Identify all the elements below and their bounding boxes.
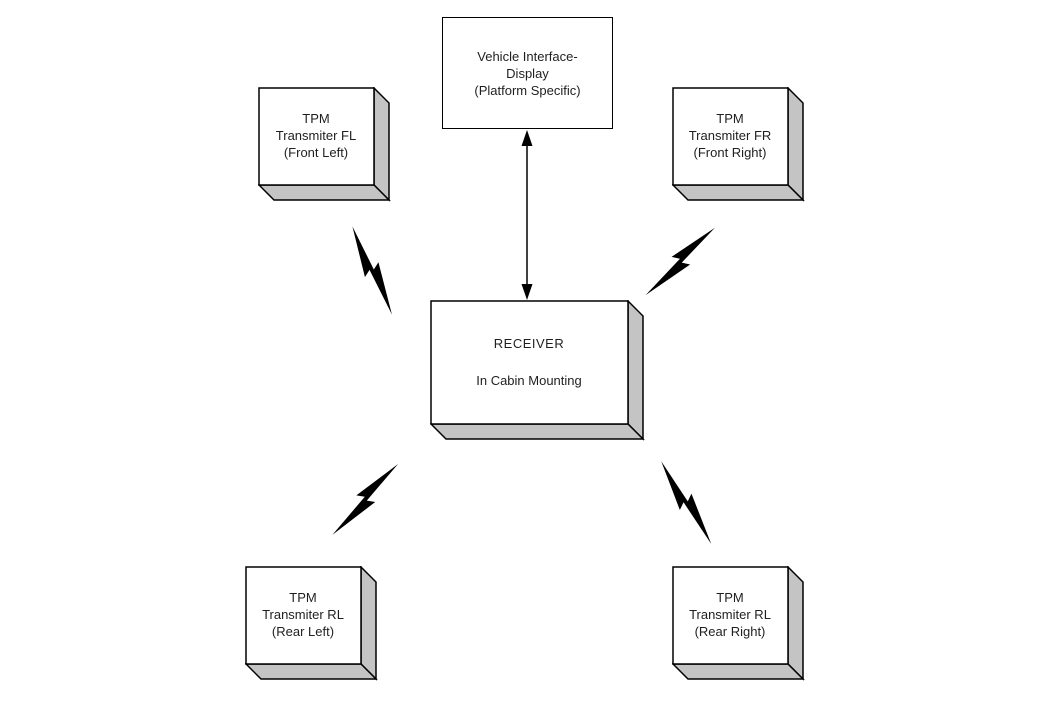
box-front-face xyxy=(245,566,362,665)
lightning-bolt-shape xyxy=(661,461,712,544)
tpm-transmitter-rl-box: TPM Transmiter RL (Rear Left) xyxy=(245,566,379,681)
box-front-face xyxy=(430,300,629,425)
box-side-face xyxy=(627,300,644,441)
lightning-bolt-shape xyxy=(352,226,392,315)
box-front-face xyxy=(258,87,375,186)
box-front-face xyxy=(672,87,789,186)
box-3d-faces xyxy=(672,87,805,202)
lightning-bolt-icon xyxy=(661,461,712,544)
box-side-face xyxy=(787,566,804,681)
vehicle-interface-display-label: Vehicle Interface- Display (Platform Spe… xyxy=(474,48,580,99)
box-bottom-face xyxy=(672,663,805,680)
arrow-head-down xyxy=(521,284,533,300)
box-side-face xyxy=(787,87,804,202)
arrow-head-up xyxy=(521,130,533,146)
tpm-transmitter-fl-box: TPM Transmiter FL (Front Left) xyxy=(258,87,392,202)
box-front-face xyxy=(672,566,789,665)
box-bottom-face xyxy=(672,184,805,201)
box-bottom-face xyxy=(245,663,378,680)
box-bottom-face xyxy=(430,423,645,440)
box-3d-faces xyxy=(245,566,378,681)
double-headed-arrow-icon xyxy=(521,130,533,300)
lightning-bolt-shape xyxy=(645,227,715,296)
receiver-box: RECEIVER In Cabin Mounting xyxy=(430,300,646,441)
box-3d-faces xyxy=(258,87,391,202)
receiver-box-3d-faces xyxy=(430,300,645,441)
box-label-line: (Platform Specific) xyxy=(474,82,581,98)
lightning-bolt-icon xyxy=(645,227,715,296)
box-label-line: Vehicle Interface- xyxy=(477,48,578,64)
lightning-bolt-icon xyxy=(352,226,392,315)
box-bottom-face xyxy=(258,184,391,201)
lightning-bolt-icon xyxy=(332,463,399,535)
box-label-line: Display xyxy=(506,65,549,81)
box-side-face xyxy=(373,87,390,202)
lightning-bolt-shape xyxy=(332,463,399,535)
box-side-face xyxy=(360,566,377,681)
tpm-transmitter-rr-box: TPM Transmiter RL (Rear Right) xyxy=(672,566,806,681)
vehicle-interface-display-box: Vehicle Interface- Display (Platform Spe… xyxy=(442,17,613,129)
tpm-transmitter-fr-box: TPM Transmiter FR (Front Right) xyxy=(672,87,806,202)
box-3d-faces xyxy=(672,566,805,681)
